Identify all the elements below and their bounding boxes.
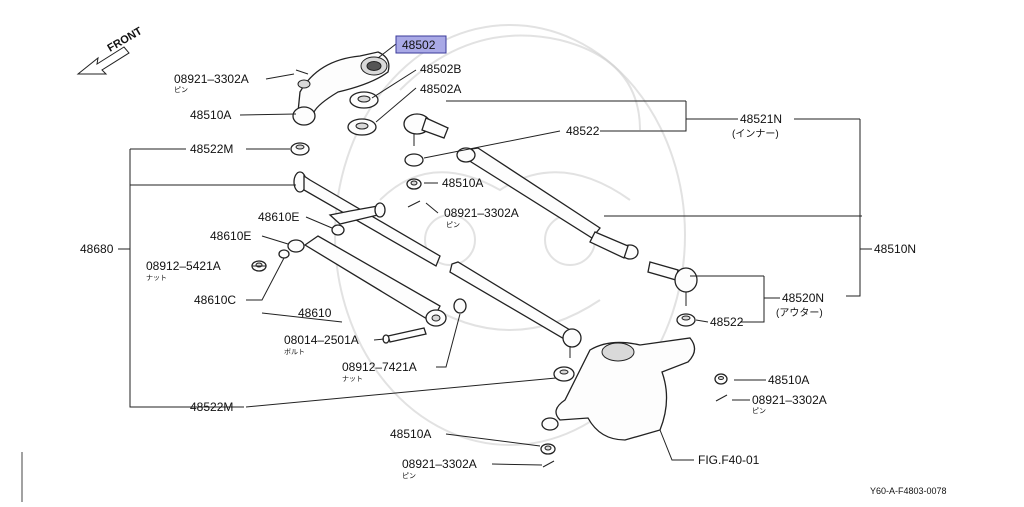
label-48502: 48502 <box>402 38 436 52</box>
bush-48610e-a <box>331 224 345 236</box>
label-pin-mid: 08921–3302A <box>444 206 519 220</box>
label-48521n: 48521N <box>740 112 782 126</box>
dust-cover-48522-low <box>676 313 696 327</box>
top-pin-icon <box>295 69 309 75</box>
label-48610: 48610 <box>298 306 332 320</box>
label-48522m-top: 48522M <box>190 142 233 156</box>
label-nut-7421-sub: ナット <box>342 375 363 383</box>
label-pin-bot: 08921–3302A <box>402 457 477 471</box>
label-48522m-bot: 48522M <box>190 400 233 414</box>
washer-48610c <box>278 249 290 259</box>
right-pin-icon <box>715 394 728 402</box>
label-pin-top: 08921–3302A <box>174 72 249 86</box>
label-fig-ref: FIG.F40-01 <box>698 453 760 467</box>
inner-tie-rod-end <box>403 113 449 146</box>
label-bolt-sub: ボルト <box>284 348 305 356</box>
label-nut-bot: 48510A <box>390 427 431 441</box>
label-48610e-a: 48610E <box>258 210 299 224</box>
pitman-arm <box>292 51 390 126</box>
mid-pin-icon <box>407 200 421 208</box>
part-labels: 48502 48502B 48502A 08921–3302A ピン 48510… <box>80 38 947 496</box>
label-bolt: 08014–2501A <box>284 333 359 347</box>
label-48510n: 48510N <box>874 242 916 256</box>
label-48502a: 48502A <box>420 82 461 96</box>
bot-pin-icon <box>542 460 555 468</box>
label-48610e-b: 48610E <box>210 229 251 243</box>
label-pin-bot-sub: ピン <box>402 472 416 480</box>
label-pin-right: 08921–3302A <box>752 393 827 407</box>
front-label: FRONT <box>106 25 145 54</box>
label-48522: 48522 <box>566 124 600 138</box>
steering-knuckle <box>541 337 696 441</box>
bush-48610e-b <box>287 239 305 253</box>
bolt-08014-icon <box>382 327 427 344</box>
dust-cover-48522m-bot <box>553 366 575 382</box>
nut-48510a-mid-icon <box>406 178 422 190</box>
relay-rod <box>293 171 582 358</box>
label-48680: 48680 <box>80 242 114 256</box>
label-48502b: 48502B <box>420 62 461 76</box>
tie-rod-upper <box>456 147 639 260</box>
label-nut-5421-sub: ナット <box>146 274 167 282</box>
nut-48510a-right-icon <box>714 373 728 385</box>
grommet-48502b <box>349 91 379 109</box>
watermark-emblem <box>334 24 686 446</box>
label-48610c: 48610C <box>194 293 236 307</box>
drawing-code: Y60-A-F4803-0078 <box>870 486 947 496</box>
label-48522-low: 48522 <box>710 315 744 329</box>
steering-damper <box>303 202 447 327</box>
nut-7421-icon <box>453 298 467 314</box>
leader-lines <box>118 43 872 466</box>
label-nut-top: 48510A <box>190 108 231 122</box>
label-48520n: 48520N <box>782 291 824 305</box>
label-nut-mid: 48510A <box>442 176 483 190</box>
dust-cover-48522m-top <box>290 142 310 156</box>
label-pin-top-sub: ピン <box>174 86 188 94</box>
label-48520n-sub: (アウター) <box>776 307 823 319</box>
label-nut-7421: 08912–7421A <box>342 360 417 374</box>
outer-tie-rod-end <box>647 261 698 306</box>
label-nut-right: 48510A <box>768 373 809 387</box>
label-pin-mid-sub: ピン <box>446 221 460 229</box>
label-nut-5421: 08912–5421A <box>146 259 221 273</box>
label-pin-right-sub: ピン <box>752 407 766 415</box>
grommet-48502a <box>347 118 377 136</box>
label-48521n-sub: (インナー) <box>732 128 779 140</box>
dust-cover-48522 <box>404 153 424 167</box>
highlight-box-48502 <box>395 35 447 54</box>
front-arrow: FRONT <box>76 25 145 75</box>
nut-48510a-bot-icon <box>540 443 556 455</box>
